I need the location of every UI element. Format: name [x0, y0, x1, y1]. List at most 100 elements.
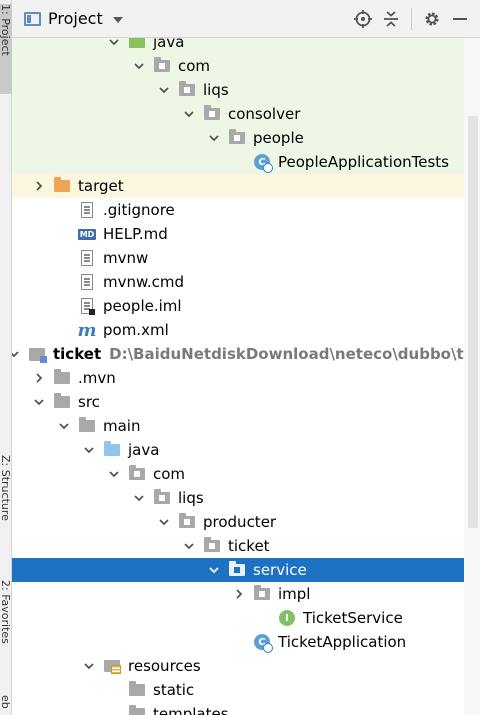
tree-item[interactable]: resources — [12, 654, 464, 678]
expand-toggle[interactable] — [32, 179, 46, 193]
package-folder-icon — [204, 537, 220, 552]
tree-item[interactable]: service — [12, 558, 464, 582]
chevron-down-icon — [59, 423, 69, 430]
tree-item-name: ticket — [53, 345, 102, 363]
tree-item[interactable]: liqs — [12, 486, 464, 510]
collapse-toggle[interactable] — [107, 38, 121, 49]
collapse-toggle[interactable] — [182, 107, 196, 121]
collapse-toggle[interactable] — [82, 443, 96, 457]
tree-item-label: templates — [153, 705, 229, 715]
collapse-all-icon — [384, 11, 398, 27]
scrollbar-thumb[interactable] — [468, 116, 478, 528]
project-view-selector[interactable]: Project — [12, 0, 123, 38]
tree-item-name: com — [178, 57, 211, 75]
tree-item-name: main — [103, 417, 141, 435]
collapse-all-button[interactable] — [377, 5, 405, 33]
collapse-toggle[interactable] — [157, 83, 171, 97]
tree-item[interactable]: target — [12, 174, 464, 198]
source-folder-icon — [104, 441, 120, 456]
tree-item-label: .mvn — [78, 369, 116, 387]
tree-item-name: people — [253, 129, 304, 147]
folder-icon — [54, 369, 70, 384]
tree-item[interactable]: static — [12, 678, 464, 702]
tree-item[interactable]: liqs — [12, 78, 464, 102]
structure-tool-tab[interactable]: Z: Structure — [0, 455, 12, 545]
collapse-toggle[interactable] — [132, 491, 146, 505]
tree-item-name: HELP.md — [103, 225, 168, 243]
tree-item-icon: C — [252, 633, 273, 653]
hide-button[interactable] — [446, 5, 474, 33]
collapse-toggle[interactable] — [207, 131, 221, 145]
tree-item-name: templates — [153, 705, 229, 715]
tree-item-label: liqs — [178, 489, 204, 507]
tree-item[interactable]: src — [12, 390, 464, 414]
collapse-toggle[interactable] — [82, 659, 96, 673]
tree-item-label: TicketService — [303, 609, 403, 627]
tree-item-label: people — [253, 129, 304, 147]
tree-item[interactable]: .gitignore — [12, 198, 464, 222]
chevron-down-icon — [209, 567, 219, 574]
tree-item[interactable]: java — [12, 38, 464, 54]
tree-item-name: PeopleApplicationTests — [278, 153, 449, 171]
tree-item[interactable]: mvnw.cmd — [12, 270, 464, 294]
excluded-folder-icon — [54, 177, 70, 192]
tree-item-name: TicketApplication — [278, 633, 407, 651]
collapse-toggle[interactable] — [57, 419, 71, 433]
minimize-icon — [453, 18, 467, 20]
tree-item-label: com — [153, 465, 185, 483]
tree-item-icon: m — [77, 320, 97, 341]
tree-item-icon — [77, 417, 97, 435]
tree-item[interactable]: mvnw — [12, 246, 464, 270]
tree-item[interactable]: MD HELP.md — [12, 222, 464, 246]
expand-toggle[interactable] — [32, 371, 46, 385]
tree-item[interactable]: main — [12, 414, 464, 438]
vertical-scrollbar[interactable] — [464, 38, 480, 715]
tree-item-label: ticket — [228, 537, 270, 555]
collapse-toggle[interactable] — [132, 59, 146, 73]
chevron-down-icon — [84, 447, 94, 454]
chevron-down-icon — [12, 351, 19, 358]
tree-item[interactable]: C TicketApplication — [12, 630, 464, 654]
favorites-tool-tab[interactable]: 2: Favorites — [0, 580, 12, 670]
tree-item-icon — [77, 297, 97, 315]
collapse-toggle[interactable] — [12, 347, 21, 361]
tree-item-name: java — [128, 441, 160, 459]
tree-item[interactable]: consolver — [12, 102, 464, 126]
collapse-toggle[interactable] — [107, 467, 121, 481]
collapse-toggle[interactable] — [207, 563, 221, 577]
tree-item[interactable]: people.iml — [12, 294, 464, 318]
tree-item[interactable]: java — [12, 438, 464, 462]
tree-item-label: mvnw.cmd — [103, 273, 184, 291]
tree-item-name: producter — [203, 513, 277, 531]
tree-item[interactable]: ticket — [12, 534, 464, 558]
tree-item[interactable]: com — [12, 54, 464, 78]
collapse-toggle[interactable] — [32, 395, 46, 409]
expand-toggle[interactable] — [232, 587, 246, 601]
collapse-toggle[interactable] — [182, 539, 196, 553]
tree-item[interactable]: templates — [12, 702, 464, 715]
project-tool-tab[interactable]: 1: Project — [0, 4, 12, 94]
chevron-down-icon — [34, 399, 44, 406]
tree-item-icon — [127, 681, 147, 699]
tree-item-icon — [127, 705, 147, 715]
tree-item-label: target — [78, 177, 124, 195]
settings-button[interactable] — [418, 5, 446, 33]
collapse-toggle[interactable] — [157, 515, 171, 529]
tree-item-name: resources — [128, 657, 201, 675]
tree-item[interactable]: producter — [12, 510, 464, 534]
tree-item[interactable]: .mvn — [12, 366, 464, 390]
tree-item[interactable]: impl — [12, 582, 464, 606]
tree-item-icon — [202, 537, 222, 555]
tree-item[interactable]: com — [12, 462, 464, 486]
tree-item-label: service — [253, 561, 307, 579]
tree-item[interactable]: people — [12, 126, 464, 150]
markdown-icon: MD — [77, 228, 97, 240]
extra-tool-tab[interactable]: eb — [0, 695, 12, 715]
package-folder-icon — [154, 57, 170, 72]
locate-file-button[interactable] — [349, 5, 377, 33]
